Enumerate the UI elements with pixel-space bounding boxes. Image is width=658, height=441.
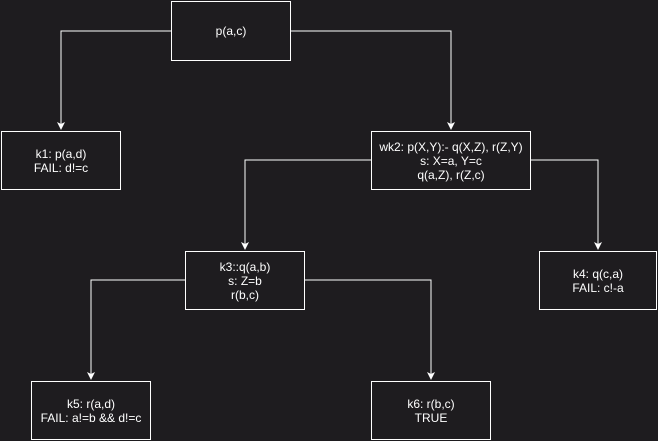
node-k6-line-1: k6: r(b,c) <box>407 396 455 411</box>
node-root[interactable]: p(a,c) <box>171 1 291 61</box>
edge-root-k1 <box>57 30 171 130</box>
edge-k3-k5 <box>87 279 185 380</box>
node-k5-line-2: FAIL: a!=b && d!=c <box>40 410 142 425</box>
node-k5-line-1: k5: r(a,d) <box>66 396 115 411</box>
node-wk2-line-3: q(a,Z), r(Z,c) <box>417 167 485 182</box>
node-k1-line-1: k1: p(a,d) <box>35 146 87 161</box>
node-k6-line-2: TRUE <box>414 410 448 425</box>
node-root-line-1: p(a,c) <box>215 24 247 38</box>
node-k4-line-1: k4: q(c,a) <box>572 266 623 281</box>
edge-root-wk2 <box>291 30 455 130</box>
edge-wk2-k4 <box>531 159 602 250</box>
edge-wk2-k3 <box>241 159 371 250</box>
node-wk2-line-2: s: X=a, Y=c <box>420 153 482 168</box>
node-k6[interactable]: k6: r(b,c) TRUE <box>371 381 491 440</box>
node-k3-line-3: r(b,c) <box>231 287 259 302</box>
node-k5[interactable]: k5: r(a,d) FAIL: a!=b && d!=c <box>31 381 151 440</box>
node-k3-line-2: s: Z=b <box>228 273 262 288</box>
node-k3-line-1: k3::q(a,b) <box>219 259 271 274</box>
edge-k3-k6 <box>305 279 435 380</box>
node-k1[interactable]: k1: p(a,d) FAIL: d!=c <box>1 131 121 190</box>
node-k1-line-2: FAIL: d!=c <box>33 160 89 175</box>
node-k3[interactable]: k3::q(a,b) s: Z=b r(b,c) <box>185 251 305 310</box>
node-wk2-line-1: wk2: p(X,Y):- q(X,Z), r(Z,Y) <box>379 139 523 154</box>
node-k4-line-2: FAIL: c!-a <box>572 280 624 295</box>
node-k4[interactable]: k4: q(c,a) FAIL: c!-a <box>539 251 657 310</box>
node-wk2[interactable]: wk2: p(X,Y):- q(X,Z), r(Z,Y) s: X=a, Y=c… <box>371 131 531 190</box>
